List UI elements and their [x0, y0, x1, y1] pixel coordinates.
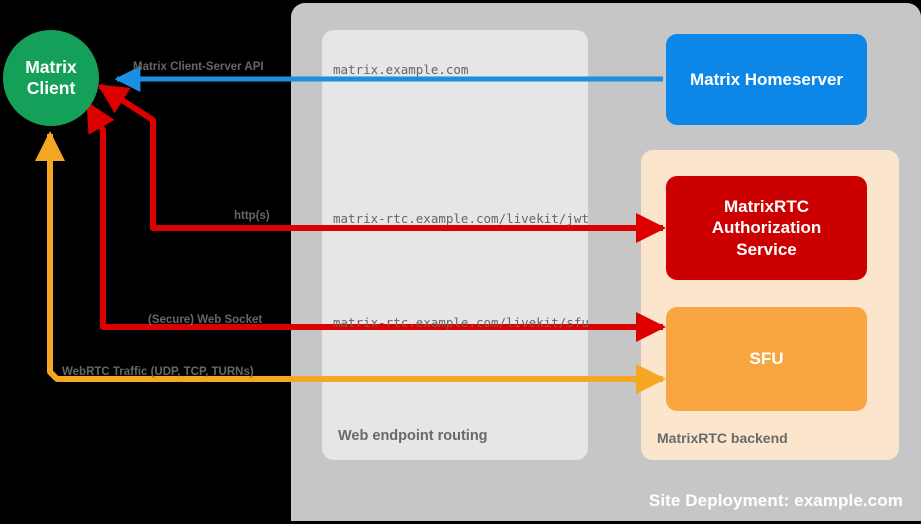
edge-web-socket	[85, 101, 663, 330]
endpoint-label-matrix: matrix.example.com	[333, 62, 469, 77]
edge-label-matrix-client-server-api: Matrix Client-Server API	[133, 61, 264, 73]
endpoint-label-livekit-jwt: matrix-rtc.example.com/livekit/jwt	[333, 211, 589, 226]
site-deployment-label: Site Deployment: example.com	[648, 491, 903, 510]
edge-label-web-socket: (Secure) Web Socket	[148, 314, 263, 326]
web-endpoint-routing-panel: Web endpoint routing	[322, 30, 588, 460]
node-matrix-homeserver[interactable]: Matrix Homeserver	[666, 34, 867, 125]
node-auth-line2: Authorization	[711, 218, 822, 238]
node-matrixrtc-authorization-service[interactable]: MatrixRTC Authorization Service	[666, 176, 867, 280]
web-endpoint-routing-label: Web endpoint routing	[338, 428, 488, 444]
edge-https	[97, 83, 663, 231]
node-matrix-client[interactable]: Matrix Client	[3, 30, 99, 126]
node-auth-line1: MatrixRTC	[723, 197, 809, 217]
edge-label-webrtc-traffic: WebRTC Traffic (UDP, TCP, TURNs)	[62, 366, 254, 378]
edge-label-https: http(s)	[234, 210, 270, 222]
node-auth-line3: Service	[736, 239, 797, 259]
endpoint-label-livekit-sfu: matrix-rtc.example.com/livekit/sfu	[333, 315, 589, 330]
node-matrix-homeserver-label: Matrix Homeserver	[689, 69, 844, 89]
node-matrix-client-line1: Matrix	[25, 56, 77, 77]
matrixrtc-backend-label: MatrixRTC backend	[657, 430, 788, 446]
node-sfu[interactable]: SFU	[666, 307, 867, 411]
node-matrix-client-line2: Client	[26, 78, 76, 98]
edge-webrtc-traffic	[35, 131, 663, 382]
node-sfu-label: SFU	[749, 349, 784, 369]
